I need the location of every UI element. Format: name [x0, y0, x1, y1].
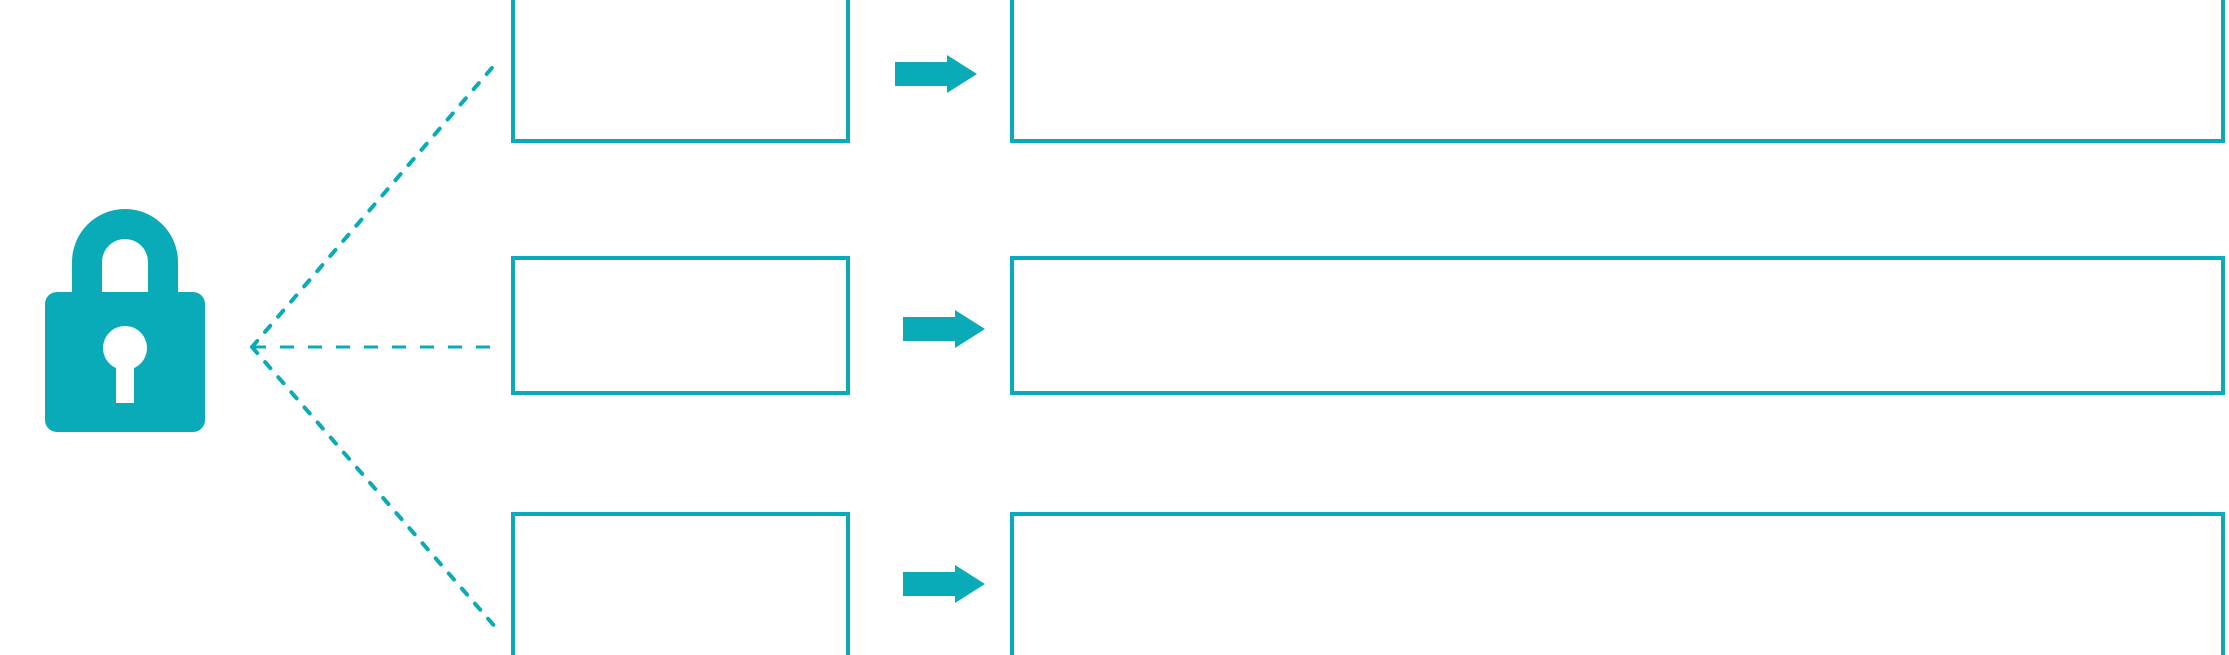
arrow-right-icon-1 [895, 55, 977, 93]
arrow-right-shape-3 [903, 565, 985, 603]
row-2-group [511, 256, 2225, 395]
right-box-2[interactable] [1010, 256, 2225, 395]
left-box-3[interactable] [511, 512, 850, 655]
arrow-right-shape-1 [895, 55, 977, 93]
row-3-group [511, 512, 2225, 655]
arrow-right-icon-2 [903, 310, 985, 348]
left-box-2[interactable] [511, 256, 850, 395]
lock-shackle [72, 209, 178, 300]
row-1-group [511, 0, 2225, 143]
lock-icon [45, 209, 205, 432]
connector-group [250, 60, 500, 631]
right-box-1[interactable] [1010, 0, 2225, 143]
arrow-right-icon-3 [903, 565, 985, 603]
connector-top [250, 60, 499, 349]
connector-bottom [250, 345, 499, 631]
right-box-3[interactable] [1010, 512, 2225, 655]
left-box-1[interactable] [511, 0, 850, 143]
arrow-right-shape-2 [903, 310, 985, 348]
lock-keyhole-circle [103, 326, 147, 370]
lock-keyhole-stem [116, 355, 134, 403]
